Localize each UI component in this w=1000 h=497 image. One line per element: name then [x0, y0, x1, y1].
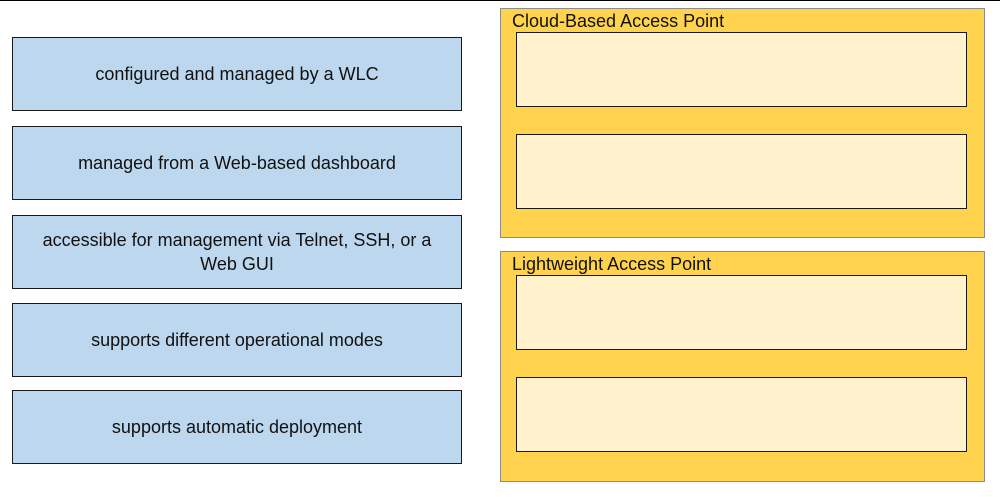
- drop-target-lightweight-1[interactable]: [516, 275, 967, 350]
- category-cloud-based-ap: Cloud-Based Access Point: [500, 8, 985, 238]
- drag-item-label: supports different operational modes: [91, 330, 383, 350]
- drag-item-label: supports automatic deployment: [111, 417, 363, 437]
- drop-target-cloud-2[interactable]: [516, 134, 967, 209]
- drag-item-telnet-ssh-gui[interactable]: accessible for management via Telnet, SS…: [12, 215, 462, 289]
- drag-item-configured-by-wlc[interactable]: configured and managed by a WLC: [12, 37, 462, 111]
- drag-item-label: configured and managed by a WLC: [95, 64, 379, 84]
- drag-item-label: managed from a Web-based dashboard: [78, 153, 396, 173]
- top-divider: [0, 0, 1000, 1]
- category-lightweight-ap: Lightweight Access Point: [500, 251, 985, 482]
- drag-item-label: accessible for management via Telnet, SS…: [42, 230, 432, 274]
- category-title: Lightweight Access Point: [512, 254, 712, 274]
- drag-item-operational-modes[interactable]: supports different operational modes: [12, 303, 462, 377]
- drop-target-lightweight-2[interactable]: [516, 377, 967, 452]
- category-title: Cloud-Based Access Point: [512, 11, 725, 31]
- drag-item-web-dashboard[interactable]: managed from a Web-based dashboard: [12, 126, 462, 200]
- drag-item-automatic-deployment[interactable]: supports automatic deployment: [12, 390, 462, 464]
- drop-target-cloud-1[interactable]: [516, 32, 967, 107]
